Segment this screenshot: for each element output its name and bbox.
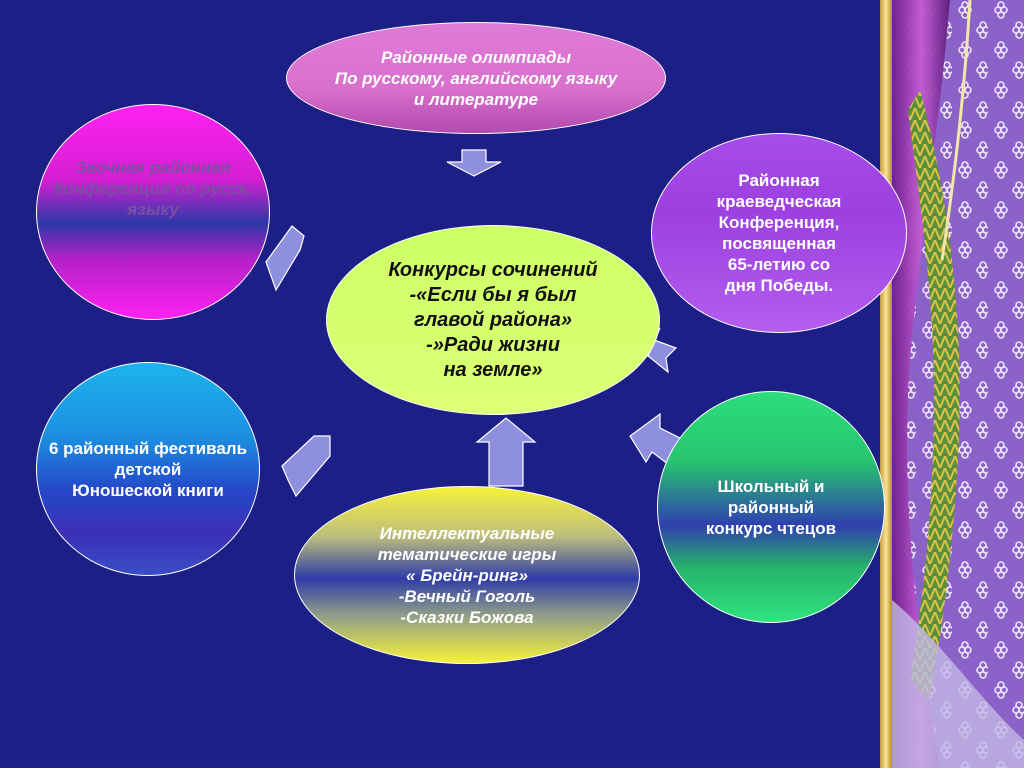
node-festival-line: 6 районный фестиваль <box>48 438 248 458</box>
node-reciters-line: конкурс чтецов <box>705 518 837 538</box>
node-book-festival: 6 районный фестиваль детской Юношеской к… <box>36 362 260 576</box>
node-games-line: тематические игры <box>377 544 557 564</box>
node-reciters-line: районный <box>727 497 815 517</box>
node-olympiads-line: и литературе <box>413 89 539 109</box>
node-essay-line: главой района» <box>414 308 572 331</box>
node-festival-line: Юношеской книги <box>72 480 224 500</box>
node-games-line: -Сказки Божова <box>400 607 534 627</box>
node-local-history-line: Районная <box>738 171 820 190</box>
node-essay-contests: Конкурсы сочинений -«Если бы я был главо… <box>326 225 660 415</box>
node-correspondence-line: Конференция по русск. <box>53 179 253 198</box>
node-games-line: Интеллектуальные <box>379 523 555 543</box>
curtain-decoration <box>880 0 1024 768</box>
node-olympiads-line: По русскому, английскому языку <box>334 68 618 88</box>
node-local-history-line: краеведческая <box>716 192 842 211</box>
node-local-history-conference: Районная краеведческая Конференция, посв… <box>651 133 907 333</box>
node-reciters-contest: Школьный и районный конкурс чтецов <box>657 391 885 623</box>
node-games-line: « Брейн-ринг» <box>406 565 528 585</box>
node-correspondence-line: языку <box>127 200 179 219</box>
node-local-history-line: Конференция, <box>718 213 840 232</box>
node-local-history-line: посвященная <box>722 234 836 253</box>
node-olympiads: Районные олимпиады По русскому, английск… <box>286 22 666 134</box>
node-essay-line: на земле» <box>443 358 543 381</box>
node-festival-line: детской <box>114 459 182 479</box>
node-correspondence-line: Заочная районная <box>75 158 231 177</box>
node-essay-line: -»Ради жизни <box>426 333 560 356</box>
node-local-history-line: 65-летию со <box>727 255 831 274</box>
node-essay-line: -«Если бы я был <box>409 283 577 306</box>
node-correspondence-conference: Заочная районная Конференция по русск. я… <box>36 104 270 320</box>
node-intellectual-games: Интеллектуальные тематические игры « Бре… <box>294 486 640 664</box>
node-olympiads-line: Районные олимпиады <box>381 47 571 67</box>
node-reciters-line: Школьный и <box>717 476 825 496</box>
node-essay-line: Конкурсы сочинений <box>388 258 598 281</box>
node-games-line: -Вечный Гоголь <box>398 586 536 606</box>
node-local-history-line: дня Победы. <box>724 276 834 295</box>
